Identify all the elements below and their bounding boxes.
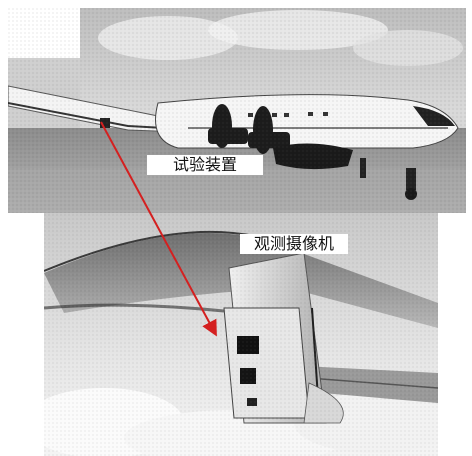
observation-camera-label: 观测摄像机 bbox=[240, 234, 348, 254]
test-device-label: 试验装置 bbox=[147, 155, 263, 175]
airplane-photo bbox=[8, 8, 466, 213]
airplane-image bbox=[8, 8, 466, 213]
